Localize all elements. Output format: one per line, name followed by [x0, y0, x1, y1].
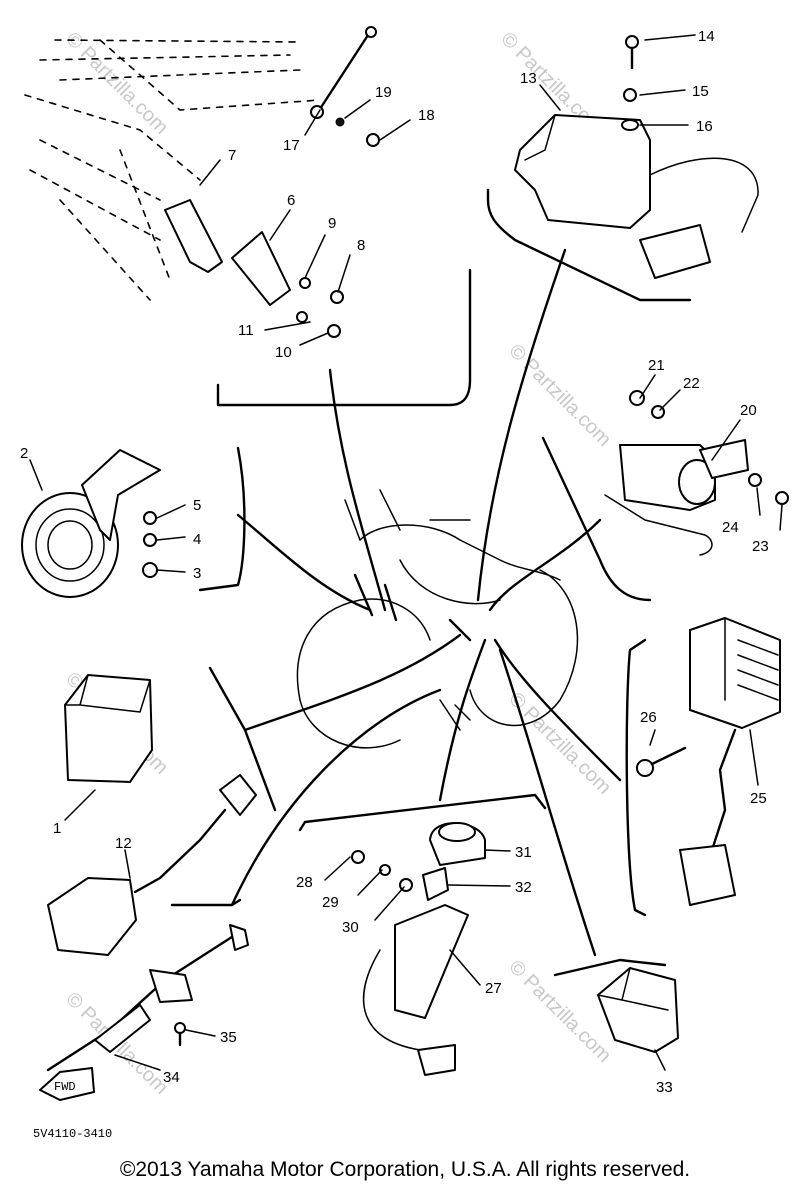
- watermark: © Partzilla.com: [504, 956, 615, 1067]
- part-14-screw: [625, 35, 639, 70]
- callout-8: 8: [357, 237, 365, 254]
- callout-3: 3: [193, 565, 201, 582]
- callout-13: 13: [520, 70, 537, 87]
- part-29-washer: [379, 864, 391, 876]
- group-brackets: [170, 188, 692, 977]
- part-6-module: [231, 231, 291, 306]
- callout-16: 16: [696, 118, 713, 135]
- part-31-switch: [429, 822, 486, 866]
- part-12-connector: [47, 774, 257, 956]
- part-18-bolt: [366, 133, 380, 147]
- frame-outline: [24, 39, 321, 301]
- callout-26: 26: [640, 709, 657, 726]
- callout-1: 1: [53, 820, 61, 837]
- part-17-cable: [310, 26, 377, 119]
- part-3-bolt: [142, 562, 158, 578]
- callout-32: 32: [515, 879, 532, 896]
- part-15-washer: [623, 88, 637, 102]
- part-33-relay: [597, 967, 679, 1053]
- part-20-starter-relay: [604, 439, 749, 556]
- copyright-notice: ©2013 Yamaha Motor Corporation, U.S.A. A…: [119, 1158, 691, 1181]
- callout-21: 21: [648, 357, 665, 374]
- callout-6: 6: [287, 192, 295, 209]
- callout-labels: 1 2 3 4 5 6 7 8 9 10 11 12 13 14 15 16 1…: [20, 28, 769, 1096]
- callout-31: 31: [515, 844, 532, 861]
- callout-11: 11: [238, 322, 254, 339]
- part-34-neutral-switch: [46, 924, 249, 1072]
- callout-4: 4: [193, 531, 201, 548]
- callout-12: 12: [115, 835, 132, 852]
- part-2-horn: [21, 449, 161, 598]
- callout-5: 5: [193, 497, 201, 514]
- callout-10: 10: [275, 344, 292, 361]
- part-8-bolt: [330, 290, 344, 304]
- part-26-bolt: [636, 746, 687, 777]
- watermark: © Partzilla.com: [504, 340, 615, 451]
- callout-35: 35: [220, 1029, 237, 1046]
- part-5-washer: [143, 511, 157, 525]
- callout-2: 2: [20, 445, 28, 462]
- drawing-code: 5V4110-3410: [33, 1127, 112, 1141]
- callout-33: 33: [656, 1079, 673, 1096]
- watermark: © Partzilla.com: [504, 688, 615, 799]
- callout-20: 20: [740, 402, 757, 419]
- part-9-washer: [299, 277, 311, 289]
- callout-29: 29: [322, 894, 339, 911]
- direction-tag: FWD: [54, 1080, 76, 1094]
- part-4-nut: [143, 533, 157, 547]
- callout-30: 30: [342, 919, 359, 936]
- fwd-arrow-icon: FWD: [39, 1067, 95, 1101]
- callout-23: 23: [752, 538, 769, 555]
- label-leaders: [29, 34, 783, 1071]
- part-32-clip: [422, 867, 449, 901]
- part-28-screw: [351, 850, 365, 864]
- part-21-screw: [629, 390, 645, 406]
- callout-15: 15: [692, 83, 709, 100]
- part-10-bolt: [327, 324, 341, 338]
- part-1-flasher: [64, 674, 153, 783]
- part-13-relay-box: [514, 114, 759, 279]
- part-11-washer: [296, 311, 308, 323]
- part-7-bracket: [164, 199, 223, 273]
- callout-9: 9: [328, 215, 336, 232]
- callout-24: 24: [722, 519, 739, 536]
- callout-19: 19: [375, 84, 392, 101]
- callout-14: 14: [698, 28, 715, 45]
- callout-22: 22: [683, 375, 700, 392]
- callout-27: 27: [485, 980, 502, 997]
- callout-18: 18: [418, 107, 435, 124]
- callout-34: 34: [163, 1069, 180, 1086]
- callout-28: 28: [296, 874, 313, 891]
- callout-17: 17: [283, 137, 300, 154]
- part-35-screw: [174, 1022, 186, 1047]
- part-25-rectifier-regulator: [679, 617, 781, 906]
- part-24-washer: [748, 473, 762, 487]
- motorcycle-outline: [296, 489, 579, 749]
- callout-25: 25: [750, 790, 767, 807]
- part-19-clip: [335, 117, 345, 127]
- part-23-nut: [775, 491, 789, 505]
- callout-7: 7: [228, 147, 236, 164]
- part-27-switch-assembly: [362, 904, 469, 1076]
- connector-lines: [230, 248, 622, 957]
- part-16-washer: [621, 119, 639, 131]
